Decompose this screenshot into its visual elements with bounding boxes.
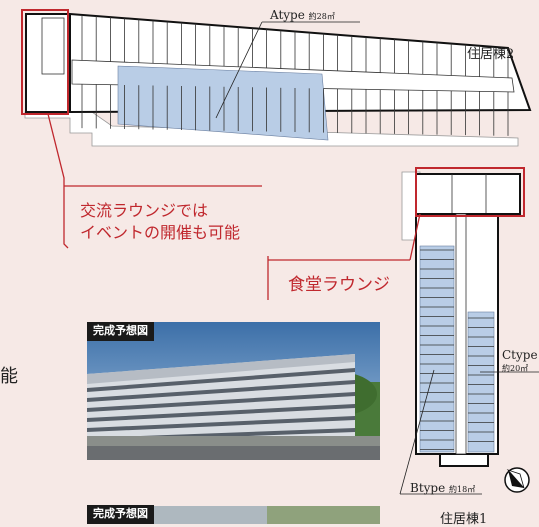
compass-icon [504,467,530,493]
dining-lounge-highlight [415,167,525,217]
exchange-lounge-highlight [21,9,69,115]
btype-name: Btype [410,481,446,495]
side-text-fragment: 能 [0,366,18,387]
exchange-callout-line1: 交流ラウンジでは [80,201,209,220]
building-1-label: 住居棟1 [440,512,488,527]
exchange-callout-leader [47,113,69,249]
btype-label: Btype 約18㎡ [410,481,475,495]
rendering-photo-1 [87,322,380,460]
building-2-label: 住居棟2 [467,47,515,62]
building-1-plan [399,167,539,495]
rendering-photo-2 [87,506,380,524]
exchange-lounge-callout: 交流ラウンジでは イベントの開催も可能 [80,200,240,244]
photo-2-caption: 完成予想図 [87,505,154,524]
photo-1-caption: 完成予想図 [87,322,154,341]
btype-area: 約18㎡ [449,485,476,494]
ctype-label: Ctype 約20㎡ [502,349,538,375]
ctype-area: 約20㎡ [502,364,529,373]
building-2-plan [21,9,532,147]
ctype-name: Ctype [502,348,538,362]
btype-units-highlight [419,245,455,453]
ctype-units-highlight [467,311,495,453]
atype-name: Atype [270,8,305,22]
dining-lounge-callout: 食堂ラウンジ [288,275,390,295]
atype-area: 約28㎡ [308,12,335,21]
atype-label: Atype 約28㎡ [270,8,335,22]
exchange-callout-line2: イベントの開催も可能 [80,223,241,242]
